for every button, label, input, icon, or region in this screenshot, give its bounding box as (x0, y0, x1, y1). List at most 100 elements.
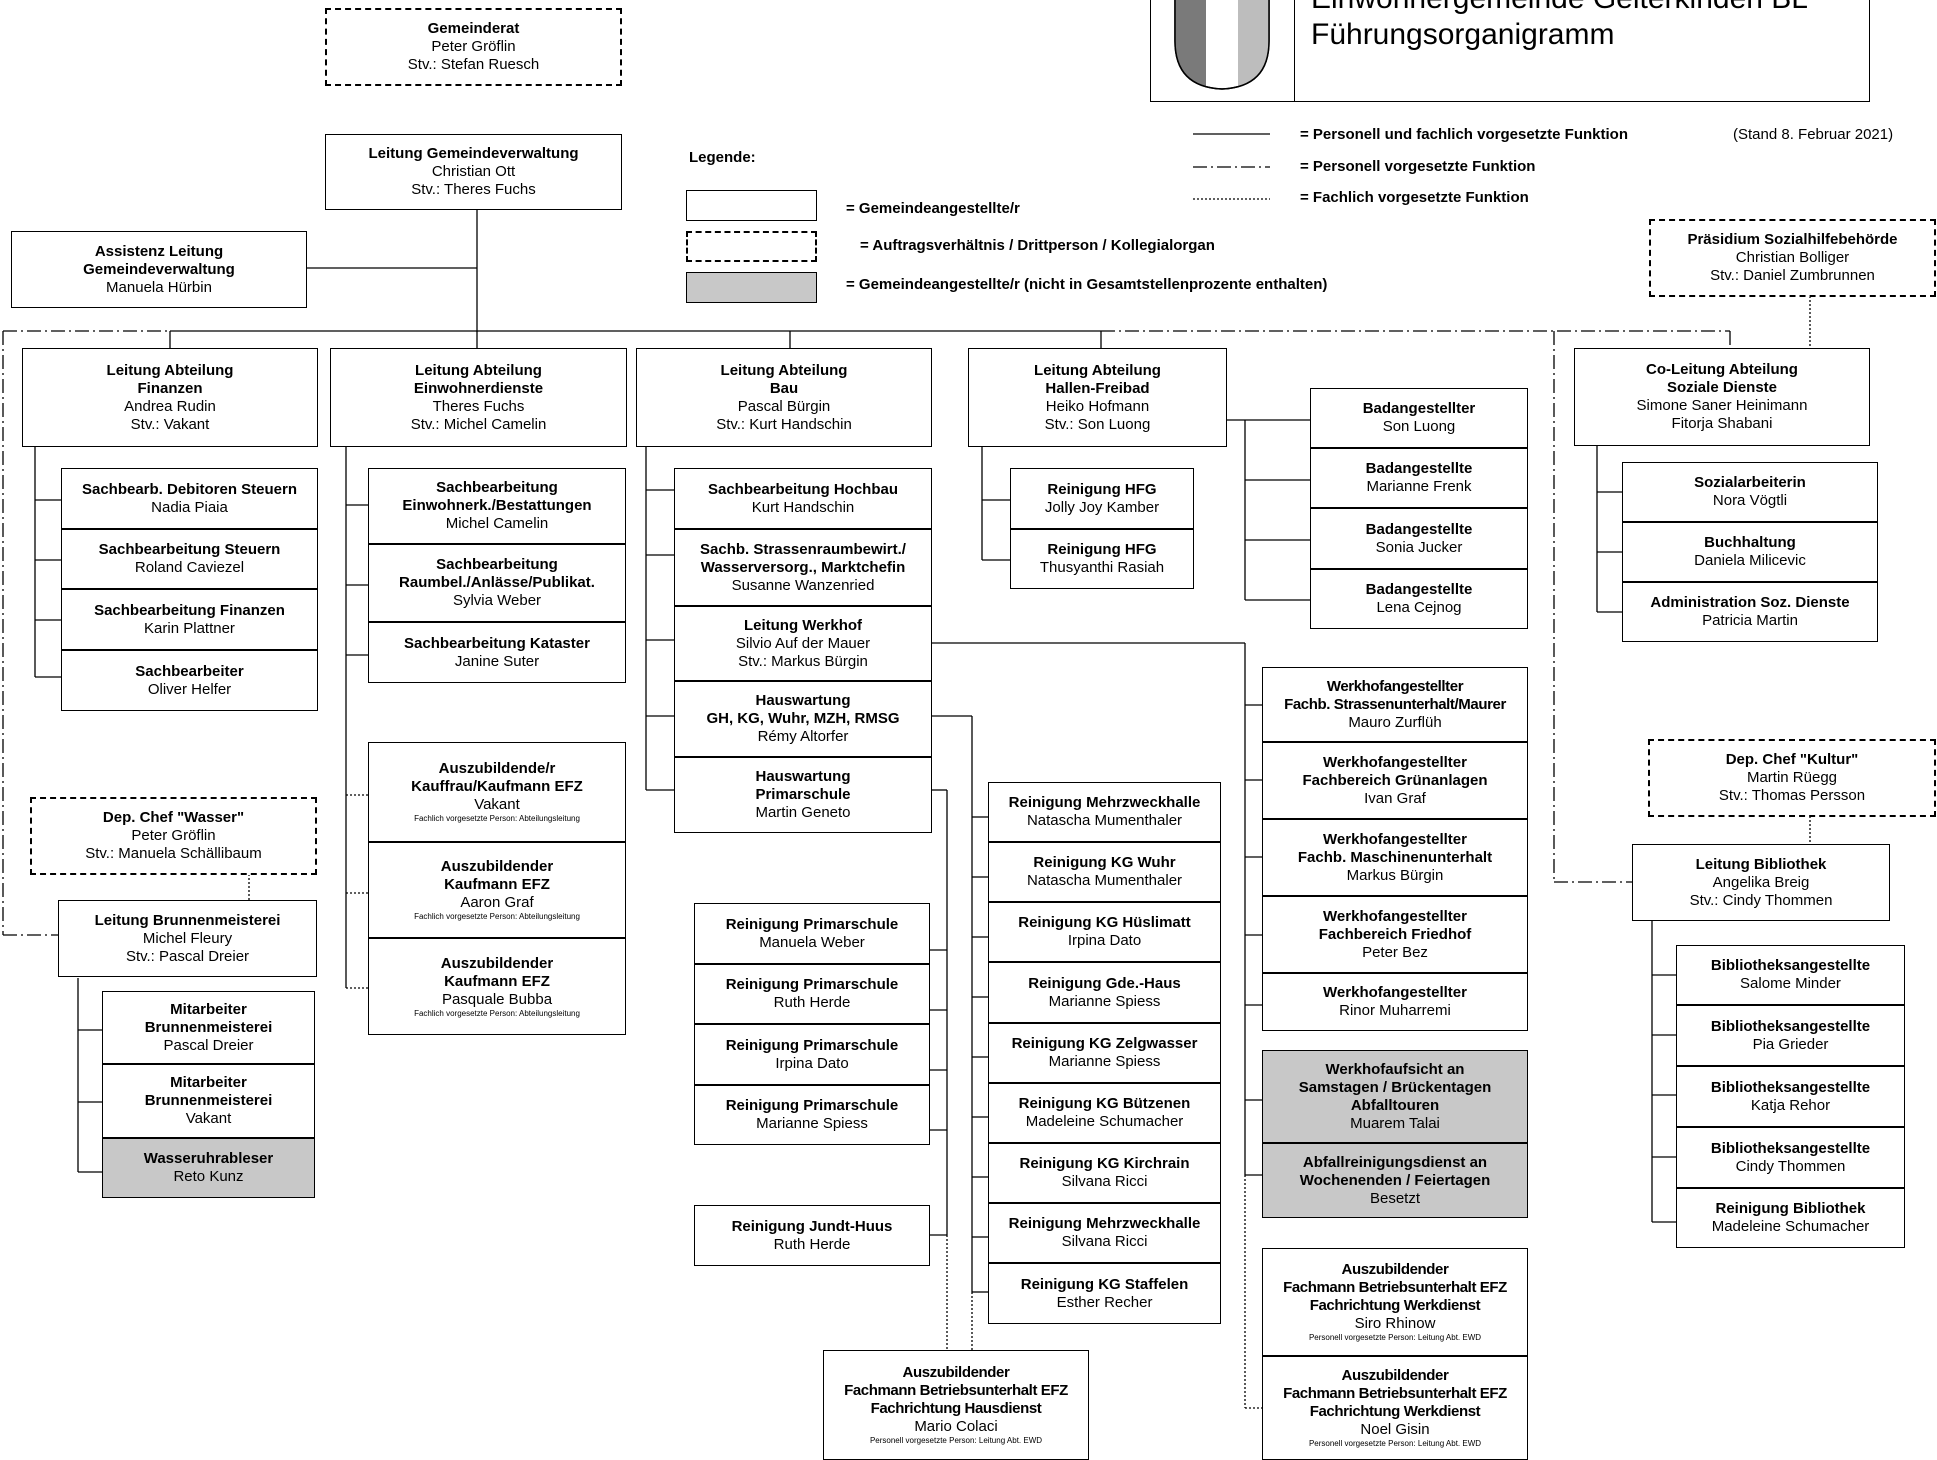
box-title-1: Hauswartung (755, 692, 851, 709)
box-title: Sachbearbeitung Hochbau (707, 480, 899, 498)
box-name: Patricia Martin (1702, 612, 1798, 629)
box-name: Aaron Graf (460, 894, 534, 911)
box-name: Ruth Herde (773, 994, 851, 1011)
box-wasseruhrableser: Wasseruhrableser Reto Kunz (102, 1138, 315, 1198)
box-name-1: Simone Saner Heinimann (1636, 397, 1808, 414)
box-title-2: GH, KG, Wuhr, MZH, RMSG (706, 710, 900, 727)
box-title-2: Fachb. Strassenunterhalt/Maurer (1284, 695, 1506, 713)
box-title: Leitung Werkhof (743, 616, 863, 634)
box-title-1: Auszubildender (440, 954, 554, 972)
box-title-2: Finanzen (137, 379, 203, 397)
box-title-1: Leitung Abteilung (415, 361, 542, 379)
box-title-1: Werkhofangestellter (1323, 753, 1467, 771)
box-title: Bibliotheksangestellte (1710, 957, 1871, 974)
box-title-2: Kaufmann EFZ (444, 972, 550, 990)
box-name: Pascal Dreier (163, 1036, 254, 1054)
box-title: Dep. Chef "Wasser" (102, 809, 245, 826)
header-panel: Einwohnergemeinde Gelterkinden BL Führun… (1150, 0, 1870, 102)
box-name: Mario Colaci (914, 1418, 998, 1435)
box-name: Roland Caviezel (134, 559, 245, 576)
box-leitung-hallen-freibad: Leitung Abteilung Hallen-Freibad Heiko H… (968, 348, 1227, 447)
box-name: Thusyanthi Rasiah (1039, 559, 1165, 576)
box-title: Sachbearb. Debitoren Steuern (81, 480, 298, 498)
box-title: Reinigung Primarschule (725, 1036, 899, 1054)
box-praesidium-sozialhilfebehoerde: Präsidium Sozialhilfebehörde Christian B… (1649, 219, 1936, 297)
box-title-1: Auszubildender (1341, 1261, 1449, 1278)
box-title-2: Einwohnerdienste (413, 379, 544, 397)
box-stv: Stv.: Theres Fuchs (411, 181, 536, 198)
box-title: Reinigung Primarschule (725, 976, 899, 993)
box-name: Rinor Muharremi (1339, 1002, 1451, 1019)
box-name: Silvio Auf der Mauer (735, 634, 871, 652)
box-title: Badangestellte (1365, 581, 1473, 598)
box-name: Michel Fleury (142, 929, 233, 947)
box-name: Reto Kunz (173, 1168, 244, 1185)
box-stv: Stv.: Michel Camelin (410, 415, 547, 433)
box-name-2: Fitorja Shabani (1671, 415, 1773, 432)
box-name: Madeleine Schumacher (1711, 1218, 1870, 1235)
box-title: Wasseruhrableser (143, 1150, 274, 1167)
box-title-1: Sachbearbeitung (436, 479, 558, 496)
box-title: Reinigung Mehrzweckhalle (1008, 1215, 1201, 1232)
box-title: Reinigung Jundt-Huus (731, 1217, 893, 1235)
box-title: Reinigung HFG (1047, 480, 1157, 498)
legend-title: Legende: (689, 149, 756, 166)
box-gemeinderat: Gemeinderat Peter Gröflin Stv.: Stefan R… (325, 8, 622, 86)
box-name: Marianne Spiess (756, 1115, 868, 1132)
box-name: Irpina Dato (775, 1054, 849, 1072)
box-name: Pascal Bürgin (737, 397, 831, 415)
box-title-2: Bau (769, 379, 799, 397)
box-name: Marianne Spiess (1048, 992, 1161, 1010)
box-title: Leitung Brunnenmeisterei (94, 911, 281, 929)
box-name: Sonia Jucker (1375, 538, 1463, 556)
box-title-3: Fachrichtung Werkdienst (1309, 1297, 1481, 1314)
box-note: Personell vorgesetzte Person: Leitung Ab… (1308, 1333, 1482, 1342)
box-title: Reinigung Gde.-Haus (1028, 974, 1181, 992)
box-title: Dep. Chef "Kultur" (1725, 751, 1859, 768)
box-stv: Stv.: Vakant (130, 415, 210, 433)
box-mitarbeiter-brunnenmeisterei: Mitarbeiter Brunnenmeisterei Vakant (102, 1064, 315, 1138)
box-name: Lena Cejnog (1376, 599, 1462, 616)
box-title-1: Abfallreinigungsdienst an (1302, 1153, 1488, 1171)
box-title: Werkhofangestellter (1323, 984, 1467, 1001)
box-title-2: Fachmann Betriebsunterhalt EFZ (1283, 1279, 1507, 1296)
box-stv: Stv.: Stefan Ruesch (407, 56, 540, 73)
box-name: Christian Bolliger (1735, 249, 1850, 266)
box-title: Reinigung KG Kirchrain (1019, 1155, 1190, 1172)
box-title-1: Hauswartung (755, 768, 851, 785)
box-name: Salome Minder (1740, 975, 1841, 992)
legend-dotted-line-text: = Fachlich vorgesetzte Funktion (1300, 189, 1529, 206)
box-title-2: Gemeindeverwaltung (83, 260, 235, 278)
box-title-3: Fachrichtung Hausdienst (870, 1400, 1042, 1417)
box-title: Leitung Bibliothek (1695, 855, 1827, 873)
box-note: Personell vorgesetzte Person: Leitung Ab… (1308, 1439, 1482, 1448)
box-name: Marianne Spiess (1048, 1053, 1161, 1070)
box-name: Besetzt (1369, 1189, 1421, 1207)
box-name: Muarem Talai (1350, 1114, 1440, 1132)
legend-solid-box-text: = Gemeindeangestellte/r (846, 200, 1020, 217)
box-title: Buchhaltung (1704, 534, 1796, 551)
box-co-leitung-soziale-dienste: Co-Leitung Abteilung Soziale Dienste Sim… (1574, 348, 1870, 446)
box-name: Manuela Hürbin (106, 278, 212, 296)
box-name: Ruth Herde (773, 1235, 851, 1253)
box-name: Christian Ott (431, 163, 516, 180)
